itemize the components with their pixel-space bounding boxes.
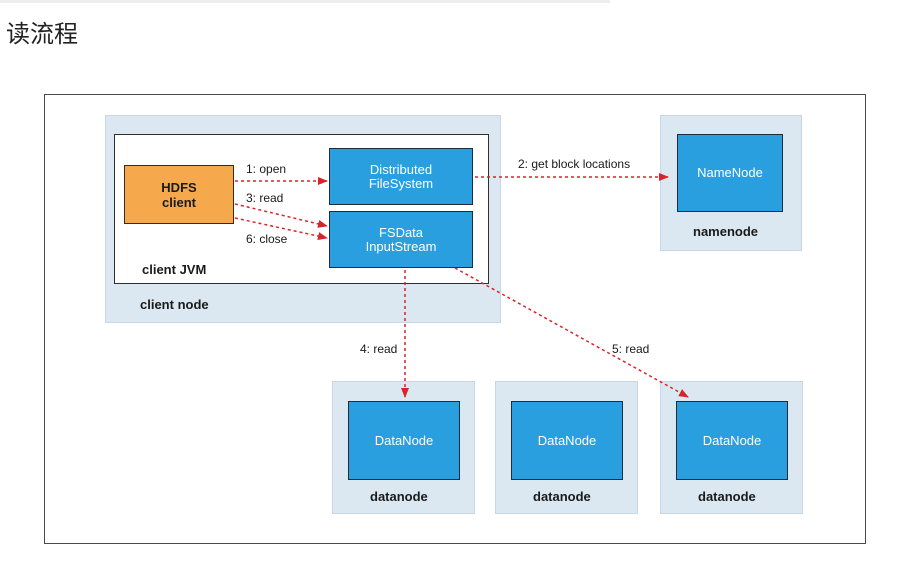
datanode-box-label-1: DataNode <box>374 432 434 448</box>
datanode-label-1: datanode <box>370 489 428 504</box>
client-node-label: client node <box>140 297 209 312</box>
fsdata-inputstream-box: FSData InputStream <box>329 211 473 268</box>
datanode-box-2: DataNode <box>511 401 623 480</box>
edge-read5 <box>454 267 689 398</box>
client-jvm-label: client JVM <box>142 262 207 277</box>
fsdata-line2: InputStream <box>365 238 437 254</box>
edge-close <box>234 217 328 240</box>
page-title: 读流程 <box>6 20 78 48</box>
top-divider <box>0 0 610 3</box>
edge-label-close: 6: close <box>246 232 288 246</box>
edge-label-read3: 3: read <box>246 191 284 205</box>
datanode-box-label-3: DataNode <box>702 432 762 448</box>
fsdata-line1: FSData <box>378 224 424 240</box>
edge-label-open: 1: open <box>246 162 287 176</box>
namenode-box-label: NameNode <box>697 165 763 180</box>
distributed-fs-line1: Distributed <box>369 161 433 177</box>
datanode-label-2: datanode <box>533 489 591 504</box>
edge-label-read4: 4: read <box>360 342 398 356</box>
distributed-filesystem-box: Distributed FileSystem <box>329 148 473 205</box>
hdfs-client-box: HDFS client <box>124 165 234 224</box>
edge-label-read5: 5: read <box>612 342 650 356</box>
edge-read3 <box>234 203 328 228</box>
edge-label-get-block-locations: 2: get block locations <box>518 157 631 171</box>
datanode-box-label-2: DataNode <box>537 432 597 448</box>
datanode-box-1: DataNode <box>348 401 460 480</box>
hdfs-client-line2: client <box>162 194 196 210</box>
hdfs-client-line1: HDFS <box>161 179 197 195</box>
namenode-box: NameNode <box>677 134 783 212</box>
namenode-label: namenode <box>693 224 759 239</box>
distributed-fs-line2: FileSystem <box>368 175 434 191</box>
datanode-label-3: datanode <box>698 489 756 504</box>
datanode-box-3: DataNode <box>676 401 788 480</box>
